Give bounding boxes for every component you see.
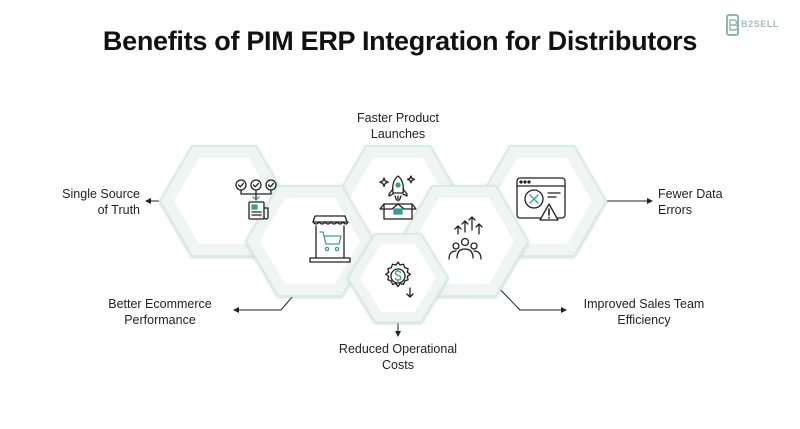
hex-ecommerce: [244, 185, 376, 297]
storefront-cart-icon: [309, 215, 351, 263]
label-reduced-costs-line1: Reduced Operational: [338, 342, 458, 356]
logo-text: B2SELL: [741, 19, 780, 29]
browser-error-warning-icon: [516, 177, 566, 221]
label-faster-launches-line2: Launches: [370, 127, 426, 141]
checks-report-icon: [235, 179, 277, 220]
b2sell-logo: B2SELL: [726, 14, 790, 38]
team-growth-icon: [448, 216, 483, 260]
label-faster-launches-line1: Faster Product: [357, 111, 439, 125]
label-sales-team: Improved Sales Team Efficiency: [566, 296, 722, 328]
page-title: Benefits of PIM ERP Integration for Dist…: [102, 26, 698, 56]
connector-sales-team: [492, 281, 567, 313]
label-single-source-line1: Single Source: [62, 187, 140, 201]
label-sales-team-line1: Improved Sales Team: [583, 297, 705, 311]
label-fewer-errors: Fewer Data Errors: [658, 186, 758, 218]
label-ecommerce-line2: Performance: [124, 313, 196, 327]
label-sales-team-line2: Efficiency: [617, 313, 671, 327]
logo-mark-icon: [726, 14, 739, 36]
rocket-box-icon: [379, 175, 417, 220]
label-reduced-costs-line2: Costs: [382, 358, 414, 372]
label-ecommerce: Better Ecommerce Performance: [90, 296, 230, 328]
label-single-source-line2: of Truth: [97, 203, 140, 217]
label-single-source: Single Source of Truth: [40, 186, 140, 218]
label-reduced-costs: Reduced Operational Costs: [330, 341, 466, 373]
gear-dollar-down-icon: [385, 261, 414, 298]
label-ecommerce-line1: Better Ecommerce: [108, 297, 212, 311]
label-faster-launches: Faster Product Launches: [350, 110, 446, 142]
label-fewer-errors-line1: Fewer Data: [658, 187, 723, 201]
hex-reduced-costs: [346, 233, 450, 323]
label-fewer-errors-line2: Errors: [658, 203, 693, 217]
